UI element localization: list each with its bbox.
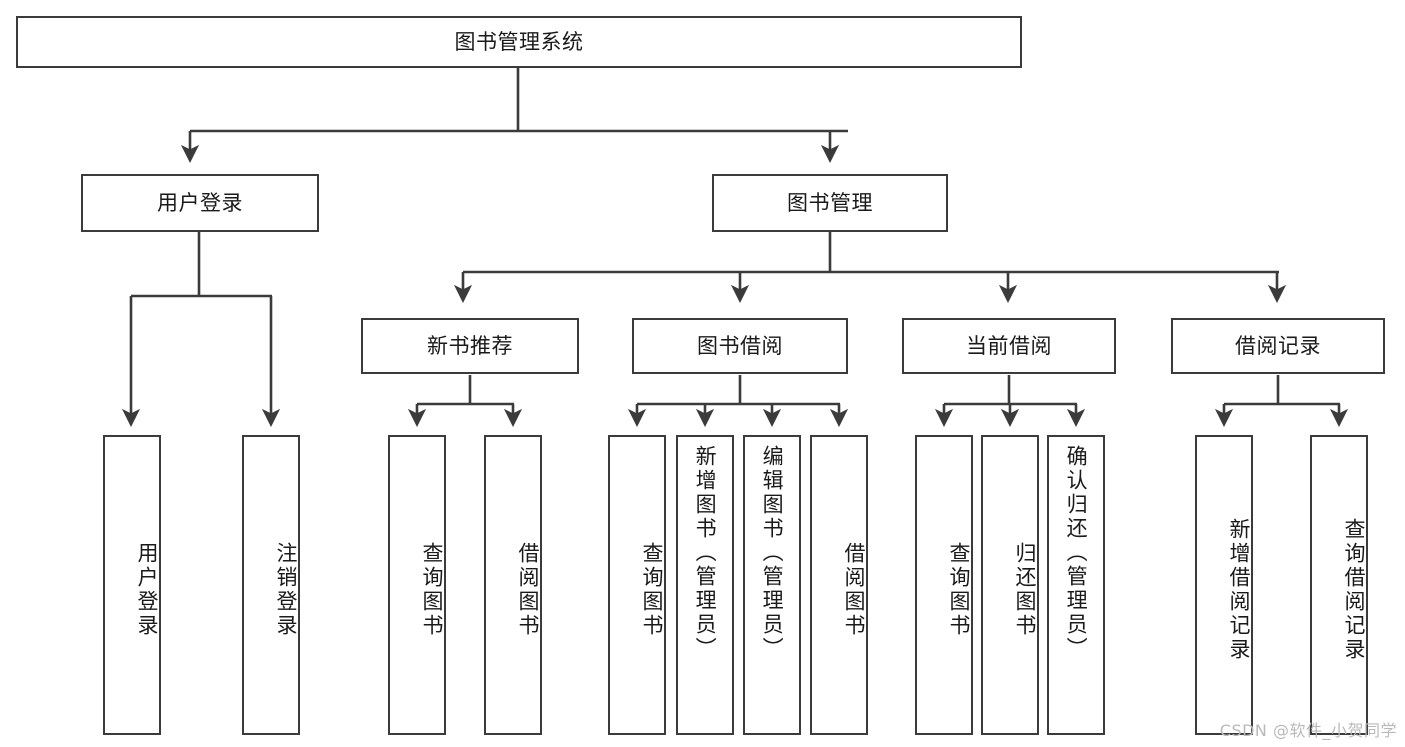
- leaf-user-login[interactable]: 用户登录: [103, 435, 161, 735]
- node-new-book-recommend-label: 新书推荐: [427, 333, 513, 358]
- node-new-book-recommend[interactable]: 新书推荐: [361, 318, 579, 374]
- leaf-add-borrow-record-label: 新增借阅记录: [1227, 518, 1251, 662]
- node-book-manage-label: 图书管理: [787, 190, 873, 215]
- leaf-logout-login-label: 注销登录: [274, 542, 298, 638]
- leaf-edit-book-admin[interactable]: 编辑图书（管理员）: [743, 435, 801, 735]
- leaf-logout-login[interactable]: 注销登录: [242, 435, 300, 735]
- node-book-borrow[interactable]: 图书借阅: [632, 318, 848, 374]
- leaf-borrow-book-borrow[interactable]: 借阅图书: [810, 435, 868, 735]
- node-root-label: 图书管理系统: [454, 29, 584, 54]
- leaf-query-book-borrow-label: 查询图书: [640, 542, 664, 638]
- leaf-query-book-recommend-label: 查询图书: [420, 542, 444, 638]
- leaf-return-book-label: 归还图书: [1013, 542, 1037, 638]
- leaf-edit-book-admin-label: 编辑图书（管理员）: [760, 445, 785, 661]
- csdn-watermark: CSDN @软件_小贺同学: [1219, 721, 1397, 740]
- leaf-add-borrow-record[interactable]: 新增借阅记录: [1195, 435, 1253, 735]
- leaf-add-book-admin-label: 新增图书（管理员）: [693, 445, 718, 661]
- leaf-return-book[interactable]: 归还图书: [981, 435, 1039, 735]
- leaf-confirm-return-admin[interactable]: 确认归还（管理员）: [1047, 435, 1105, 735]
- node-book-manage[interactable]: 图书管理: [712, 174, 948, 232]
- leaf-query-borrow-record-label: 查询借阅记录: [1342, 518, 1366, 662]
- leaf-user-login-label: 用户登录: [135, 542, 159, 638]
- node-current-borrow-label: 当前借阅: [966, 333, 1052, 358]
- leaf-query-borrow-record[interactable]: 查询借阅记录: [1310, 435, 1368, 735]
- leaf-query-book-borrow[interactable]: 查询图书: [608, 435, 666, 735]
- node-current-borrow[interactable]: 当前借阅: [902, 318, 1116, 374]
- leaf-confirm-return-admin-label: 确认归还（管理员）: [1064, 445, 1089, 661]
- leaf-query-book-current[interactable]: 查询图书: [915, 435, 973, 735]
- leaf-borrow-book-recommend[interactable]: 借阅图书: [484, 435, 542, 735]
- node-borrow-record-label: 借阅记录: [1235, 333, 1321, 358]
- leaf-query-book-recommend[interactable]: 查询图书: [388, 435, 446, 735]
- leaf-query-book-current-label: 查询图书: [947, 542, 971, 638]
- leaf-borrow-book-recommend-label: 借阅图书: [516, 542, 540, 638]
- node-borrow-record[interactable]: 借阅记录: [1171, 318, 1385, 374]
- node-user-login[interactable]: 用户登录: [81, 174, 319, 232]
- leaf-borrow-book-borrow-label: 借阅图书: [842, 542, 866, 638]
- node-root[interactable]: 图书管理系统: [16, 16, 1022, 68]
- node-user-login-label: 用户登录: [157, 190, 243, 215]
- node-book-borrow-label: 图书借阅: [697, 333, 783, 358]
- leaf-add-book-admin[interactable]: 新增图书（管理员）: [676, 435, 734, 735]
